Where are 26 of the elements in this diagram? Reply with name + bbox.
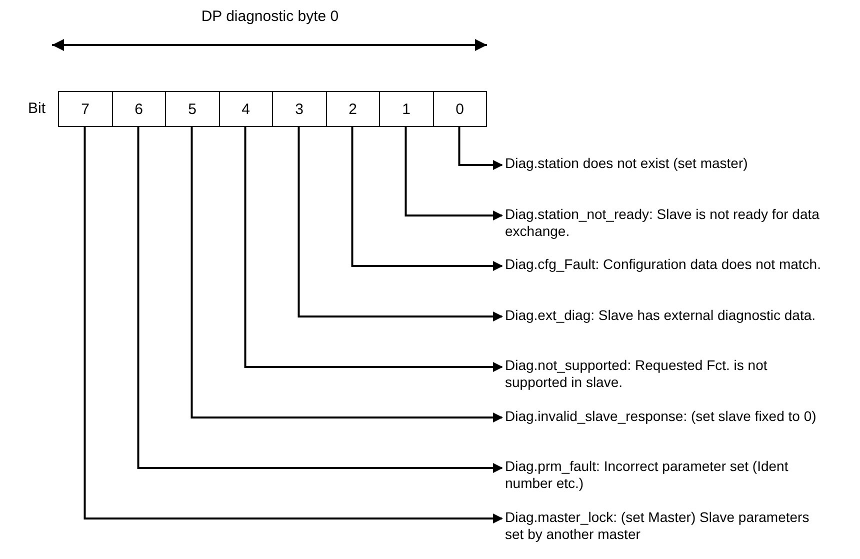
bit-cell: 2 xyxy=(326,91,380,127)
bit-label: Bit xyxy=(28,100,46,117)
bit-cell: 6 xyxy=(112,91,166,127)
description-text: Diag.cfg_Fault: Configuration data does not match. xyxy=(505,256,825,273)
arrow xyxy=(190,127,503,422)
arrow xyxy=(84,127,503,524)
bit-cell: 0 xyxy=(432,91,487,127)
description-text: Diag.master_lock: (set Master) Slave parameters set by another master xyxy=(505,508,825,542)
bit-cell: 4 xyxy=(218,91,273,127)
bit-cell: 1 xyxy=(379,91,434,127)
arrow xyxy=(244,127,503,372)
bit-cell: 7 xyxy=(58,91,112,127)
arrow xyxy=(351,127,503,271)
description-text: Diag.station_not_ready: Slave is not ready for data exchange. xyxy=(505,206,825,240)
description-text: Diag.not_supported: Requested Fct. is not supported in slave. xyxy=(505,357,825,391)
description-text: Diag.ext_diag: Slave has external diagnostic data. xyxy=(505,306,825,324)
bit-cell: 3 xyxy=(272,91,326,127)
title: DP diagnostic byte 0 xyxy=(200,8,340,25)
description-text: Diag.prm_fault: Incorrect parameter set (Ident number etc.) xyxy=(505,458,825,492)
description-text: Diag.station does not exist (set master) xyxy=(505,155,825,172)
arrow xyxy=(458,127,503,170)
bit-cell: 5 xyxy=(165,91,220,127)
arrow xyxy=(137,127,503,473)
description-text: Diag.invalid_slave_response: (set slave fixed to 0) xyxy=(505,408,825,424)
arrow xyxy=(298,127,503,322)
arrow xyxy=(404,127,503,220)
